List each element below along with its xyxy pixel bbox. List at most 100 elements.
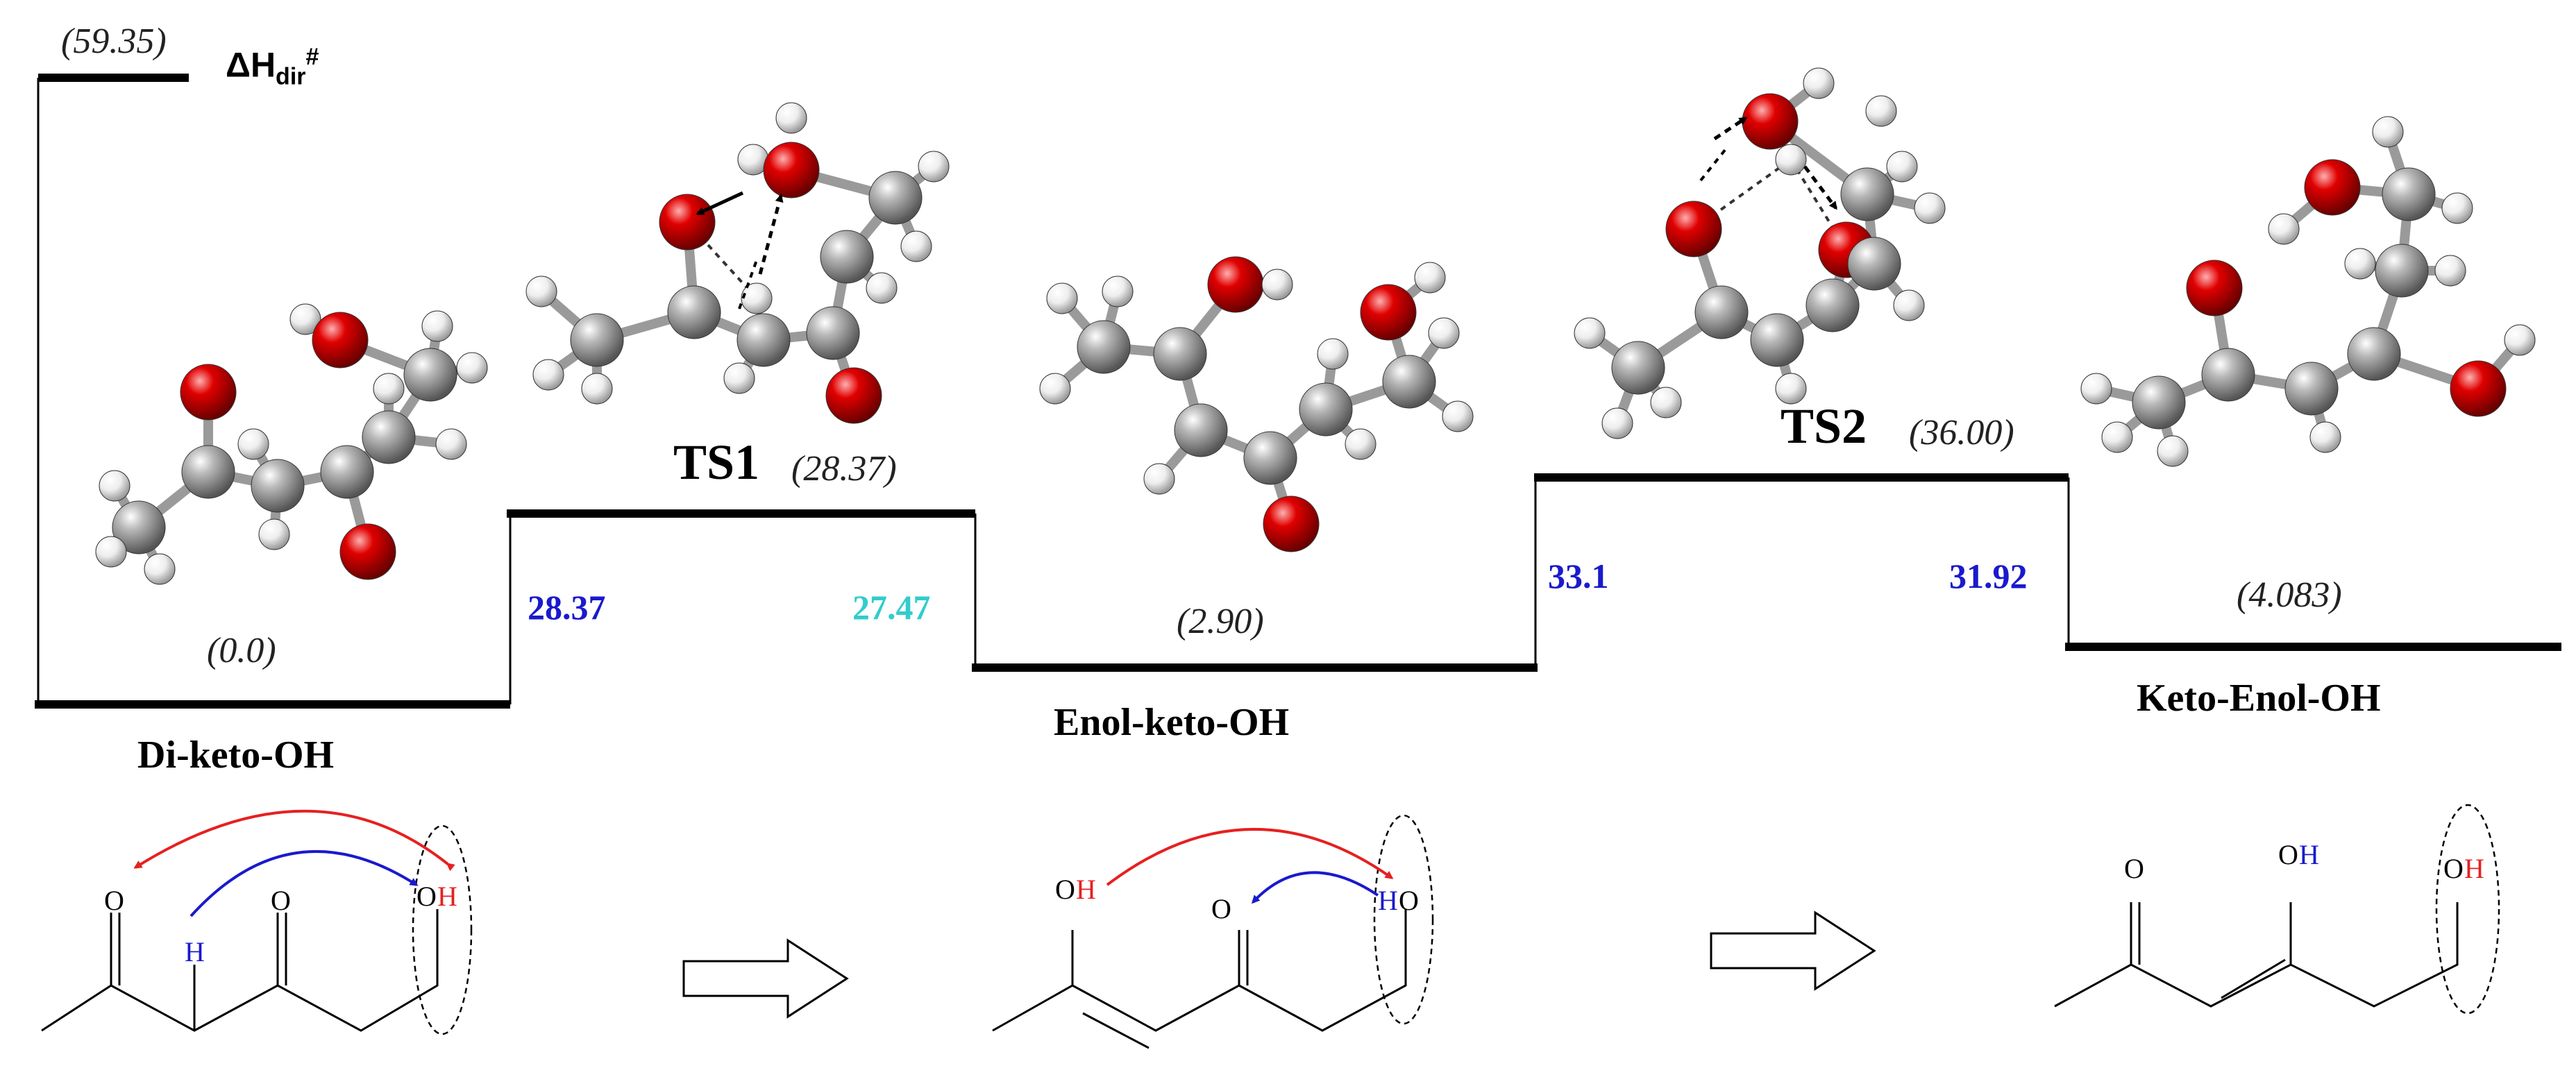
carbon-atom [570,313,624,367]
hydrogen-atom [421,310,453,342]
barrier-ts2-forward: 33.1 [1548,557,1609,595]
delta-h-base: ΔH [226,45,276,85]
energy-diketo-label: (0.0) [207,631,276,670]
hydrogen-atom [723,362,755,394]
carbon-atom [1077,320,1131,374]
hydrogen-atom [1893,289,1925,321]
oxygen-atom [659,194,716,251]
hydrogen-atom [775,102,807,134]
energy-ts1-label: (28.37) [791,449,897,489]
hydrogen-atom [373,373,405,405]
carbon-atom [403,348,457,402]
hydrogen-atom [95,536,127,568]
barrier-ts1-reverse: 27.47 [852,588,931,627]
hydrogen-atom [99,470,131,502]
molecule-enol-keto [1039,256,1474,552]
oxygen-atom [2186,260,2243,316]
s2-enol-h: H [1076,874,1096,905]
hydrogen-atom [866,272,898,304]
energy-enol-keto-label: (2.90) [1177,602,1264,641]
oxygen-atom [1742,93,1799,150]
hydrogen-atom [1803,67,1835,99]
hydrogen-atom [581,373,613,405]
hydrogen-atom [1914,192,1946,224]
hydrogen-atom [1574,317,1606,349]
oxygen-atom [1207,256,1264,313]
oxygen-atom [825,367,882,424]
hydrogen-atom [525,276,557,307]
hydrogen-atom [1442,400,1474,432]
oxygen-atom [1360,284,1417,341]
carbon-atom [2284,362,2339,416]
hydrogen-atom [237,428,269,460]
s3-hydroxyl-h: H [2464,853,2484,884]
hydrogen-atom [435,428,467,460]
hydrogen-atom [900,230,932,262]
carbon-atom [1840,167,1894,221]
hydrogen-atom [2157,435,2189,467]
hydrogen-atom [2309,421,2341,453]
hydrogen-atom [1428,317,1460,349]
carbon-atom [2201,348,2255,402]
hydrogen-atom [456,352,488,384]
hydrogen-atom [2101,421,2133,453]
carbon-atom [1750,313,1804,367]
hydrogen-atom [289,303,321,335]
molecule-ts2 [1574,67,1946,439]
hydrogen-atom [2080,373,2112,405]
species-diketo-label: Di-keto-OH [137,734,335,777]
reaction-arrow-2 [1710,911,1876,991]
energy-top-label: (59.35) [61,22,167,61]
hydrogen-atom [1775,144,1807,176]
delta-h-sup: # [305,44,319,70]
energy-levels [35,74,2561,709]
s2-enol-o: O [1055,874,1075,905]
carbon-atom [1174,403,1228,457]
molecule-ts1 [525,102,950,424]
ts2-label: TS2 [1781,398,1867,454]
hydrogen-atom [1046,282,1078,314]
hydrogen-atom [918,151,950,183]
skeletal-diketo [41,809,473,1035]
barrier-ts1-forward: 28.37 [528,588,606,627]
carbon-atom [320,445,374,499]
carbon-atom [112,500,166,555]
energy-keto-enol-label: (4.083) [2237,575,2342,615]
connector-lines [37,78,2070,704]
s1-hydroxyl-o: O [416,881,437,912]
barrier-ts2-reverse: 31.92 [1949,557,2028,595]
hydrogen-atom [1865,95,1897,127]
s3-hydroxyl-o: O [2443,853,2464,884]
hydrogen-atom [532,359,564,391]
carbon-atom [1611,341,1665,395]
hydrogen-atom [1601,407,1633,439]
carbon-atom [2382,167,2436,221]
carbon-atom [868,171,923,225]
hydrogen-atom [2372,116,2404,148]
hydrogen-atom [2344,248,2376,280]
hydrogen-atom [2441,192,2473,224]
carbon-atom [2347,327,2401,381]
carbon-atom [806,306,860,360]
hydrogen-atom [1039,373,1071,405]
hydrogen-atom [1317,338,1349,370]
hydrogen-atom [144,553,176,585]
carbon-atom [1153,327,1207,381]
s1-keto-o2: O [271,885,291,916]
carbon-atom [1805,278,1860,332]
hydrogen-atom [1650,387,1682,418]
carbon-atom [1847,237,1901,291]
oxygen-atom [1263,496,1320,552]
oxygen-atom [339,523,396,580]
carbon-atom [736,313,791,367]
carbon-atom [820,230,874,284]
hydrogen-atom [741,282,773,314]
s2-hydroxyl-o: O [1399,885,1419,916]
hydrogen-atom [1261,269,1293,301]
hydrogen-atom [2268,213,2300,245]
hydrogen-atom [1775,373,1807,405]
molecule-diketo [95,303,488,585]
s1-hydroxyl-h: H [437,881,457,912]
species-enol-keto-label: Enol-keto-OH [1054,701,1290,744]
